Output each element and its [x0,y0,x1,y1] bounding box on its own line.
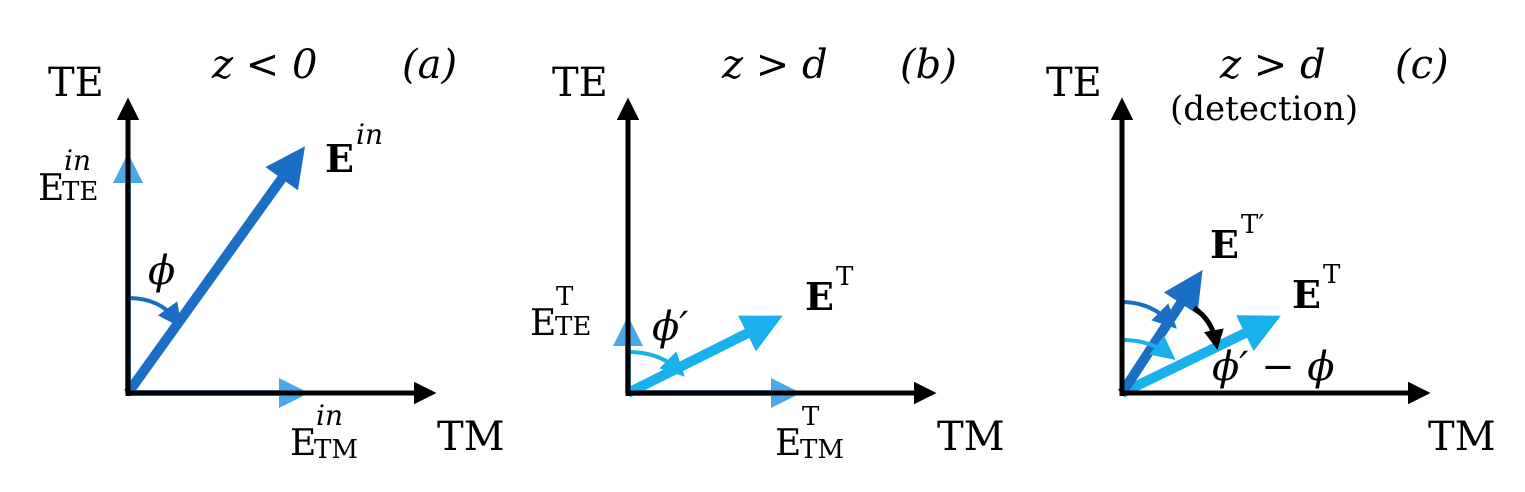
tm-component-sub: TM [800,435,844,465]
transmitted-field-vector [625,315,783,398]
vector-sup: T [836,262,854,292]
tm-component-label: E [775,423,801,464]
te-component-label: E [38,168,64,209]
panel-label: (c) [1395,42,1449,88]
vector-label: E [1292,272,1321,317]
te-component-label: E [530,303,556,344]
incident-field-vector [123,146,305,396]
rotated-vector-sup: T′ [1241,210,1264,240]
y-axis-label: TE [552,60,608,106]
te-component-sup: in [64,144,91,177]
angle-phi-arc [127,296,182,328]
angle-phi-prime-arc [627,350,685,377]
angle-label: ϕ′ − ϕ [1212,344,1335,390]
vector-label: E [805,274,834,319]
vector-label: E [325,136,354,181]
tm-component-sup: T [802,402,820,432]
angle-label: ϕ′ [652,304,688,350]
condition-label: z < 0 [211,42,317,88]
rotated-vector-label: E [1210,222,1239,267]
te-component-sub: TE [62,177,98,207]
tm-component-label: E [290,423,316,464]
vector-sup: T [1323,260,1341,290]
x-axis-label: TM [1428,414,1496,460]
panel-c: TE TM z > d (c) (detection) E T′ E T ϕ′ … [1046,42,1496,460]
rotation-angle-arrow [1192,305,1224,350]
vector-sup: in [356,118,383,151]
panel-label: (b) [900,42,957,88]
angle-label: ϕ [148,248,175,294]
x-axis-label: TM [937,414,1005,460]
condition-label: z > d [1219,42,1326,88]
transmitted-field-vector [1119,315,1281,398]
te-component-sup: T [556,282,574,312]
tm-component-sup: in [316,399,343,432]
tm-component-sub: TM [314,435,358,465]
y-axis-label: TE [48,60,104,106]
y-axis-label: TE [1046,60,1102,106]
angle-arc-outer [1121,300,1177,329]
panel-label: (a) [402,42,457,88]
condition-note: (detection) [1170,89,1358,129]
panel-b: TE TM z > d (b) E T TE E T TM E T ϕ′ [530,42,1005,465]
condition-label: z > d [721,42,828,88]
panel-a: TE TM z < 0 (a) E in TE E in TM E in ϕ [38,42,505,465]
angle-arc-inner [1121,335,1176,360]
x-axis-label: TM [437,414,505,460]
te-component-sub: TE [555,312,591,342]
